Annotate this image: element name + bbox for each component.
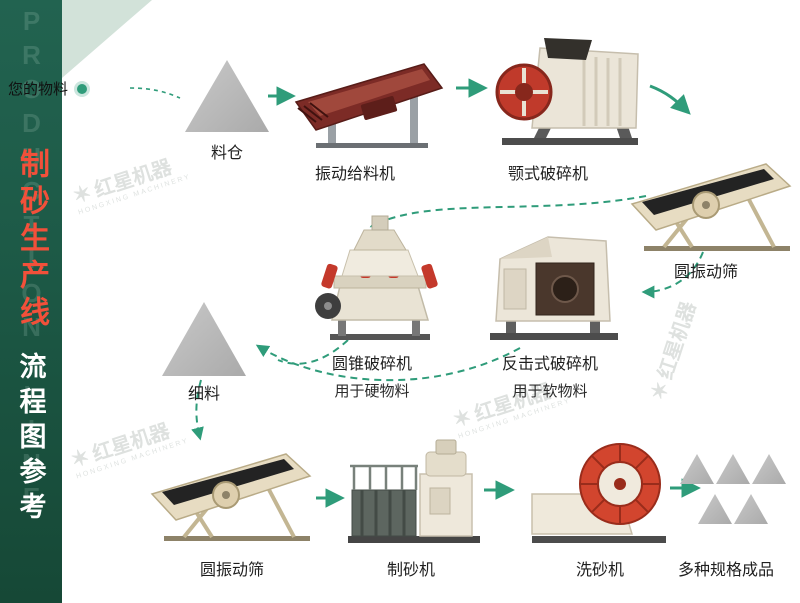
- your-material-label: 您的物料: [8, 81, 69, 98]
- product-triangle: [752, 454, 786, 484]
- sidebar-watermark-text: PRODUCTION LINE: [16, 6, 47, 516]
- label-impact-crusher: 反击式破碎机: [501, 356, 599, 373]
- product-triangle: [716, 454, 750, 484]
- vibrating-feeder-illustration: [292, 52, 452, 152]
- brand-watermark-text: 红星机器: [654, 299, 701, 383]
- label-sand-washer: 洗砂机: [575, 562, 625, 579]
- arrow-jaw-to-screen: [649, 84, 691, 115]
- sidebar-title-line2: 流程图参考: [15, 352, 46, 527]
- brand-watermark: 红星机器 HONGXING MACHINERY: [70, 151, 191, 216]
- label-sand-maker: 制砂机: [386, 562, 436, 579]
- label-cone-crusher: 圆锥破碎机: [331, 356, 413, 373]
- brand-watermark: 红星机器: [647, 299, 701, 403]
- start-dot-icon: [77, 83, 88, 94]
- corner-decoration: [62, 0, 152, 78]
- sand-maker-illustration: [338, 432, 488, 550]
- label-screen-right: 圆振动筛: [673, 264, 739, 281]
- sand-washer-illustration: [524, 436, 674, 548]
- label-feeder: 振动给料机: [314, 166, 396, 183]
- label-products: 多种规格成品: [677, 562, 775, 579]
- note-impact-crusher: 用于软物料: [512, 383, 588, 400]
- connector-material-to-silo: [129, 87, 181, 99]
- label-jaw-crusher: 颚式破碎机: [507, 166, 589, 183]
- cone-crusher-illustration: [308, 208, 448, 348]
- label-silo: 料仓: [210, 145, 244, 162]
- circular-screen-bottom-illustration: [148, 448, 318, 544]
- label-screen-bottom: 圆振动筛: [199, 562, 265, 579]
- jaw-crusher-illustration: [488, 30, 648, 152]
- your-material: 您的物料: [8, 78, 88, 99]
- product-triangle: [734, 494, 768, 524]
- circular-screen-right-illustration: [628, 158, 798, 254]
- finished-products-illustration: [674, 452, 792, 536]
- impact-crusher-illustration: [478, 225, 628, 347]
- fine-material-illustration: [162, 302, 246, 376]
- sidebar: PRODUCTION LINE 制砂生产线 流程图参考: [0, 0, 62, 603]
- product-triangle: [680, 454, 714, 484]
- product-triangle: [698, 494, 732, 524]
- sidebar-title-line1: 制砂生产线: [15, 148, 48, 333]
- note-cone-crusher: 用于硬物料: [334, 383, 410, 400]
- silo-illustration: [185, 60, 269, 132]
- label-fine-material: 细料: [187, 386, 221, 403]
